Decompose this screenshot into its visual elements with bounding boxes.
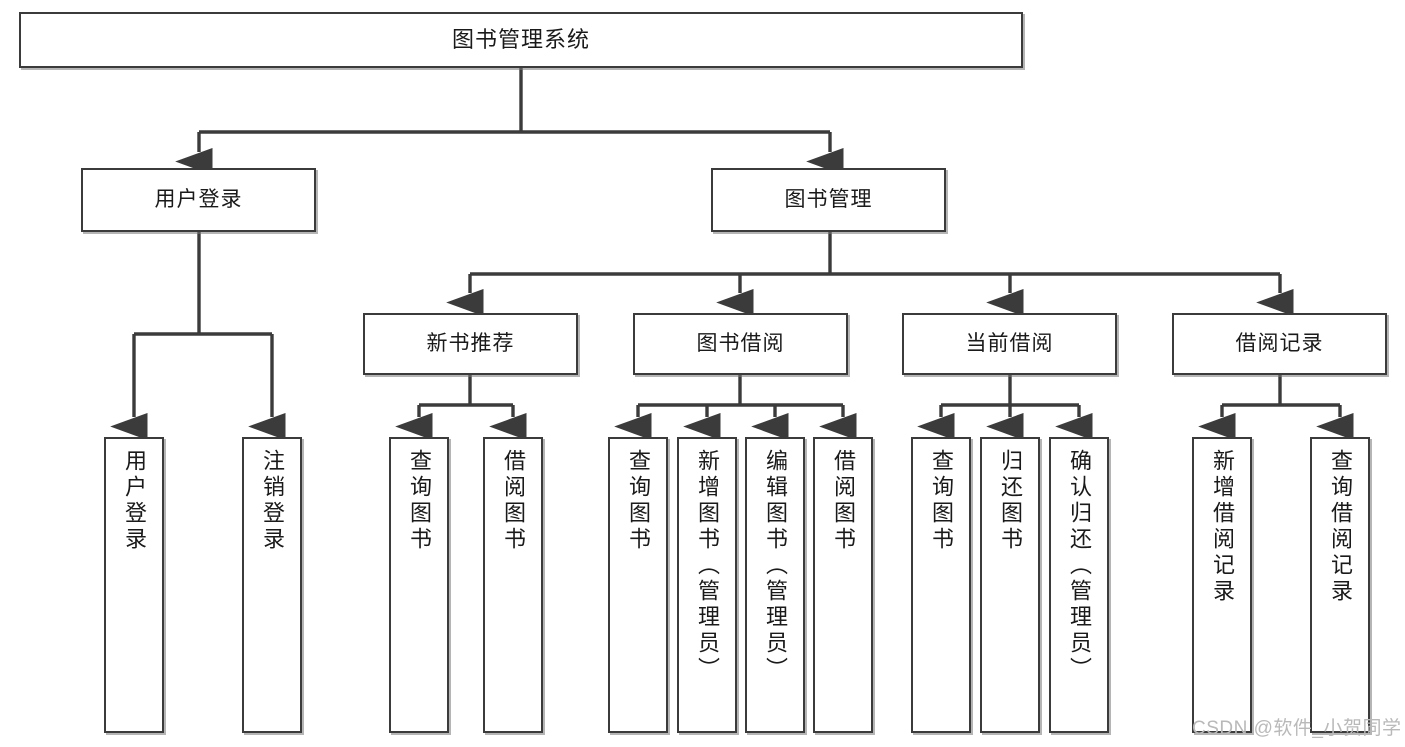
node-leaf-query-record[interactable]: 查询借阅记录 — [1310, 437, 1370, 733]
node-leaf-query-record-label: 查询借阅记录 — [1328, 449, 1353, 605]
node-leaf-borrow-book-2[interactable]: 借阅图书 — [813, 437, 873, 733]
node-leaf-add-record[interactable]: 新增借阅记录 — [1192, 437, 1252, 733]
node-book-manage[interactable]: 图书管理 — [711, 168, 946, 232]
node-leaf-borrow-book-1[interactable]: 借阅图书 — [483, 437, 543, 733]
node-leaf-query-book-2[interactable]: 查询图书 — [608, 437, 668, 733]
node-leaf-add-book[interactable]: 新增图书（管理员） — [677, 437, 737, 733]
node-leaf-add-book-label: 新增图书（管理员） — [695, 449, 720, 683]
node-leaf-borrow-book-2-label: 借阅图书 — [831, 449, 856, 553]
node-leaf-query-book-3[interactable]: 查询图书 — [911, 437, 971, 733]
node-current-borrow[interactable]: 当前借阅 — [902, 313, 1117, 375]
node-root[interactable]: 图书管理系统 — [19, 12, 1023, 68]
node-user-login[interactable]: 用户登录 — [81, 168, 316, 232]
node-leaf-query-book-1-label: 查询图书 — [407, 449, 432, 553]
node-leaf-query-book-3-label: 查询图书 — [929, 449, 954, 553]
node-user-login-label: 用户登录 — [154, 187, 243, 211]
node-book-manage-label: 图书管理 — [784, 187, 873, 211]
node-leaf-edit-book-label: 编辑图书（管理员） — [763, 449, 788, 683]
node-leaf-logout-label: 注销登录 — [260, 449, 285, 553]
node-leaf-logout[interactable]: 注销登录 — [242, 437, 302, 733]
node-new-book-rec-label: 新书推荐 — [426, 331, 515, 355]
node-root-label: 图书管理系统 — [451, 27, 590, 53]
node-leaf-query-book-2-label: 查询图书 — [626, 449, 651, 553]
node-leaf-user-login-label: 用户登录 — [122, 449, 147, 553]
node-current-borrow-label: 当前借阅 — [965, 331, 1054, 355]
node-leaf-edit-book[interactable]: 编辑图书（管理员） — [745, 437, 805, 733]
node-leaf-confirm-return-label: 确认归还（管理员） — [1067, 449, 1092, 683]
node-leaf-return-book[interactable]: 归还图书 — [980, 437, 1040, 733]
node-borrow-record-label: 借阅记录 — [1235, 331, 1324, 355]
node-book-borrow[interactable]: 图书借阅 — [633, 313, 848, 375]
node-leaf-return-book-label: 归还图书 — [998, 449, 1023, 553]
watermark: CSDN @软件_小贺同学 — [1192, 718, 1402, 739]
node-leaf-confirm-return[interactable]: 确认归还（管理员） — [1049, 437, 1109, 733]
node-book-borrow-label: 图书借阅 — [696, 331, 785, 355]
node-new-book-rec[interactable]: 新书推荐 — [363, 313, 578, 375]
node-borrow-record[interactable]: 借阅记录 — [1172, 313, 1387, 375]
node-leaf-add-record-label: 新增借阅记录 — [1210, 449, 1235, 605]
node-leaf-borrow-book-1-label: 借阅图书 — [501, 449, 526, 553]
node-leaf-user-login[interactable]: 用户登录 — [104, 437, 164, 733]
node-leaf-query-book-1[interactable]: 查询图书 — [389, 437, 449, 733]
